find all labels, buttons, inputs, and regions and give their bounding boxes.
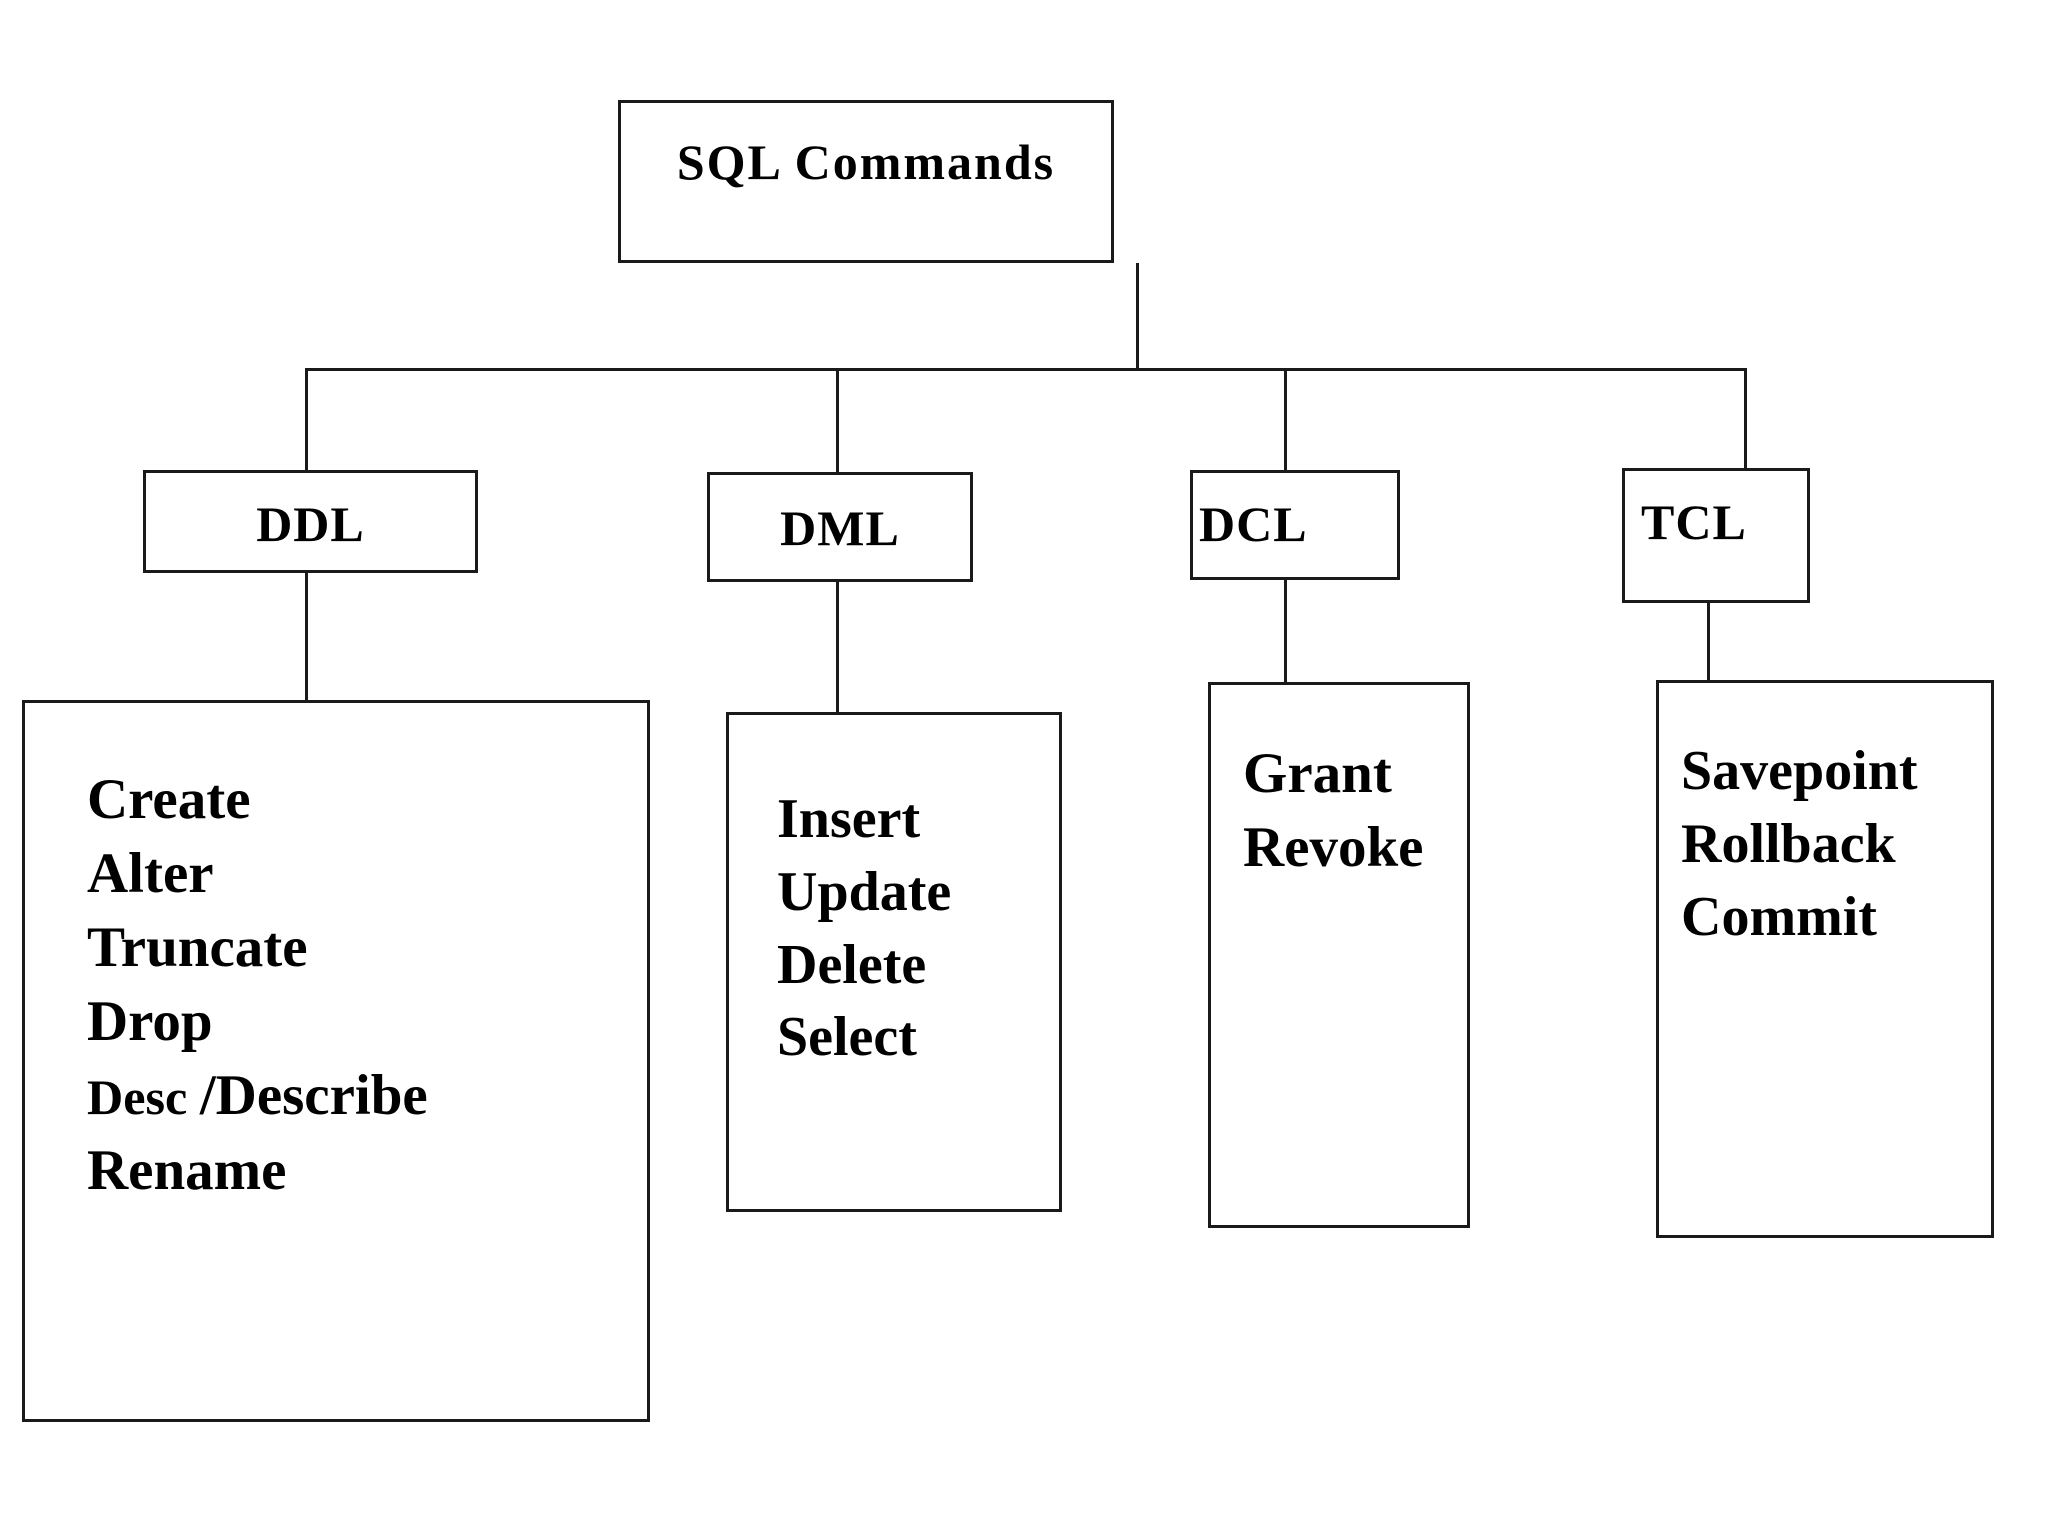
command-item: Commit bbox=[1681, 885, 1877, 948]
command-item: Rename bbox=[87, 1139, 287, 1203]
command-item: Drop bbox=[87, 990, 213, 1054]
command-item: Savepoint bbox=[1681, 740, 1918, 802]
node-dml-label: DML bbox=[780, 500, 900, 556]
command-item: Truncate bbox=[87, 916, 308, 980]
command-item: Create bbox=[87, 768, 251, 831]
node-ddl-label: DDL bbox=[256, 496, 365, 552]
command-item: Revoke bbox=[1243, 816, 1424, 880]
node-tcl-label: TCL bbox=[1641, 494, 1747, 550]
command-item: Rollback bbox=[1681, 812, 1896, 875]
connector-horizontal-bus bbox=[305, 368, 1747, 371]
command-item-long: /Describe bbox=[199, 1064, 428, 1128]
connector-tcl-to-commands bbox=[1707, 602, 1710, 682]
node-dml: DML bbox=[707, 472, 973, 582]
connector-drop-dcl bbox=[1284, 368, 1287, 472]
command-item: Update bbox=[777, 860, 952, 923]
node-dcl-label: DCL bbox=[1199, 496, 1308, 552]
command-item: Alter bbox=[87, 842, 214, 906]
connector-dml-to-commands bbox=[836, 581, 839, 714]
connector-drop-tcl bbox=[1744, 368, 1747, 470]
command-item: Delete bbox=[777, 933, 927, 996]
command-item: Desc /Describe bbox=[87, 1059, 428, 1134]
connector-drop-ddl bbox=[305, 368, 308, 472]
connector-root-stem bbox=[1136, 263, 1139, 370]
connector-dcl-to-commands bbox=[1284, 579, 1287, 684]
node-dcl: DCL bbox=[1190, 470, 1400, 580]
command-item-short: Desc bbox=[87, 1069, 200, 1126]
command-item: Insert bbox=[777, 788, 921, 850]
connector-drop-dml bbox=[836, 368, 839, 474]
node-tcl: TCL bbox=[1622, 468, 1810, 603]
command-item: Select bbox=[777, 1006, 917, 1069]
node-sql-commands: SQL Commands bbox=[618, 100, 1114, 263]
command-item: Grant bbox=[1243, 742, 1392, 805]
connector-ddl-to-commands bbox=[305, 572, 308, 702]
node-ddl: DDL bbox=[143, 470, 478, 573]
node-sql-commands-label: SQL Commands bbox=[676, 134, 1056, 190]
